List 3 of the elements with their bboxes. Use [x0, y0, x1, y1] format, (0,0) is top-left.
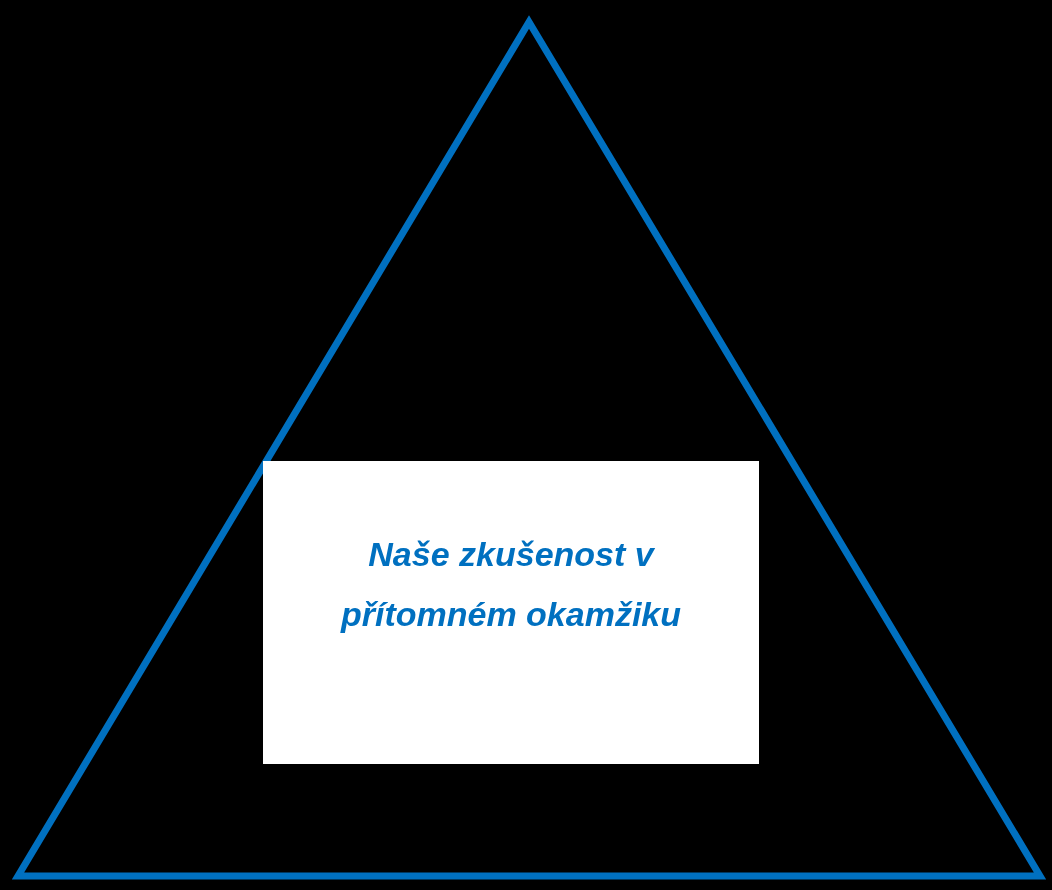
- text-box: [263, 461, 759, 764]
- box-text: Naše zkušenost v přítomném okamžiku: [339, 534, 683, 635]
- triangle-outline: [14, 16, 1044, 882]
